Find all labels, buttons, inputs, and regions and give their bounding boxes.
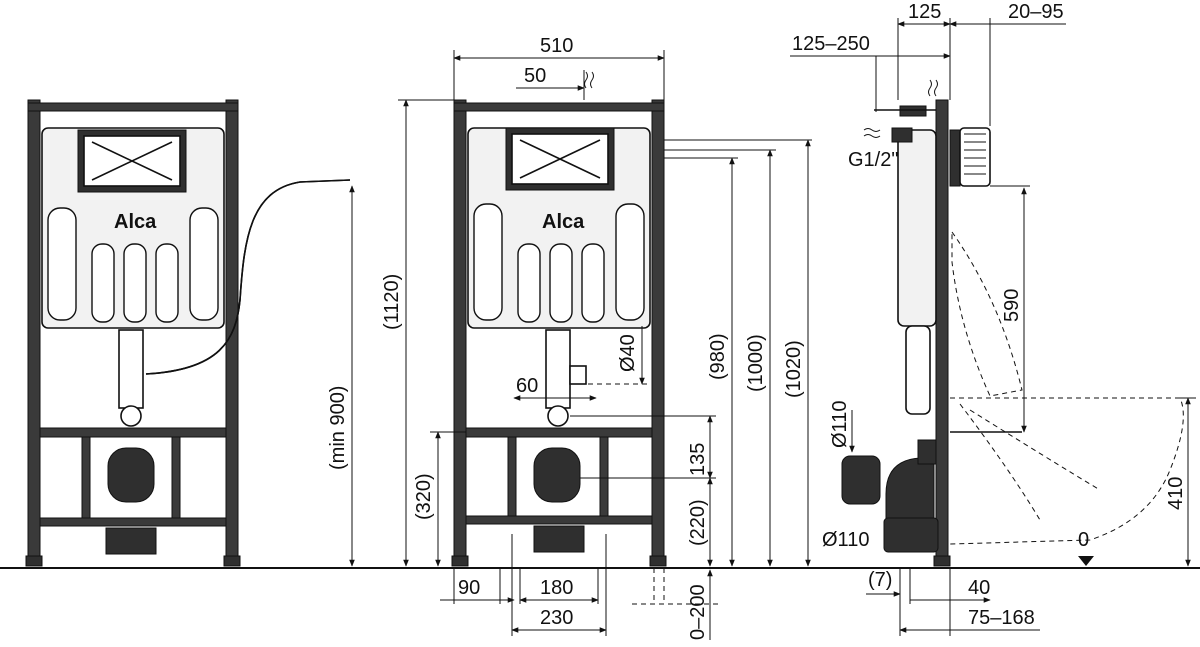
mid-support-post [599,436,609,517]
front-left-foot [25,555,43,567]
mid-lower-rail [465,427,653,438]
front-bottom-rail [39,517,227,527]
mid-h1020-label: (1020) [783,340,805,398]
front-rib [91,243,115,323]
side-toilet-bowl [949,397,1184,545]
front-lower-rail [39,427,227,438]
front-support-post [81,436,91,519]
side-inlet-valve [899,105,927,117]
side-d7-label: (7) [868,569,892,591]
side-d20-95-label: 20–95 [1008,1,1064,23]
front-logo: Alca [114,211,157,233]
mid-flush-pipe [545,329,571,409]
front-rib [47,207,77,321]
side-foot [933,555,951,567]
side-wall-flange [949,129,961,187]
side-d110-top-fitting [841,455,881,505]
mid-w90-label: 90 [458,577,480,599]
side-d110-bottom-label: Ø110 [822,529,869,551]
mid-drain-bottom [533,525,585,553]
side-zero-marker [1078,556,1094,566]
front-top-rail [27,102,239,112]
mid-offset60-label: 60 [516,375,538,397]
mid-h980-label: (980) [707,333,729,380]
mid-plate-cross-icon [519,139,601,179]
mid-rib [615,203,645,321]
mid-offset50-label: 50 [524,65,546,87]
side-pipe [905,325,931,415]
mid-h135-label: 135 [687,443,709,476]
front-left-upright [27,99,41,563]
mid-left-upright [453,99,467,563]
mid-h320-label: (320) [413,473,435,520]
mid-left-foot [451,555,469,567]
mid-drain-body [533,447,581,503]
mid-rib [517,243,541,323]
front-min-height-label: (min 900) [327,386,349,470]
side-cistern [897,129,937,327]
front-flexible-hose-outline [145,179,351,375]
side-g12-fitting [891,127,913,143]
mid-support-post [507,436,517,517]
front-rib [189,207,219,321]
mid-adj-label: 0–200 [687,584,709,640]
side-g12-label: G1/2" [848,149,898,171]
front-plate-cross-icon [91,141,173,181]
mid-w180-label: 180 [540,577,573,599]
side-pan-connector [917,439,937,465]
mid-total-height-label: (1120) [381,274,403,330]
side-d110-top-label: Ø110 [829,401,851,448]
side-frame-upright [935,99,949,563]
side-h410-label: 410 [1165,477,1187,510]
middle-view: Alca 510 50 (1120) Ø40 60 [381,35,812,640]
mid-bottom-rail [465,515,653,525]
mid-pipe-outlet [547,405,569,427]
front-drain-body [107,447,155,503]
side-water-inlet-icon [928,79,938,97]
side-d40-label: 40 [968,577,990,599]
side-d125-label: 125 [908,1,941,23]
mid-rib [473,203,503,321]
mid-h1000-label: (1000) [745,334,767,392]
mid-rib [549,243,573,323]
front-pipe-outlet [120,405,142,427]
side-d125-250-label: 125–250 [792,33,870,55]
mid-width-label: 510 [540,35,573,57]
mid-top-rail [453,102,665,112]
side-zero-label: 0 [1078,529,1089,551]
front-rib [123,243,147,323]
side-drain-outlet [883,517,939,553]
front-right-foot [223,555,241,567]
mid-right-upright [651,99,665,563]
mid-rib [581,243,605,323]
mid-logo: Alca [542,211,585,233]
water-inlet-icon [584,71,594,89]
mid-right-foot [649,555,667,567]
side-plate-lines [964,133,986,175]
mid-h220-label: (220) [687,499,709,546]
mid-side-port [569,365,587,385]
mid-d40-label: Ø40 [617,334,639,372]
front-flush-pipe [118,329,144,409]
side-d590-label: 590 [1001,289,1023,322]
front-drain-bottom [105,527,157,555]
side-d75-168-label: 75–168 [968,607,1035,629]
front-support-post [171,436,181,519]
side-g12-water-icon [863,128,881,138]
side-push-plate [959,127,991,187]
mid-w230-label: 230 [540,607,573,629]
front-view: Alca (min 900) [25,99,355,567]
front-rib [155,243,179,323]
side-view: G1/2" 125 20–95 125–250 590 Ø110 Ø110 [790,1,1196,636]
